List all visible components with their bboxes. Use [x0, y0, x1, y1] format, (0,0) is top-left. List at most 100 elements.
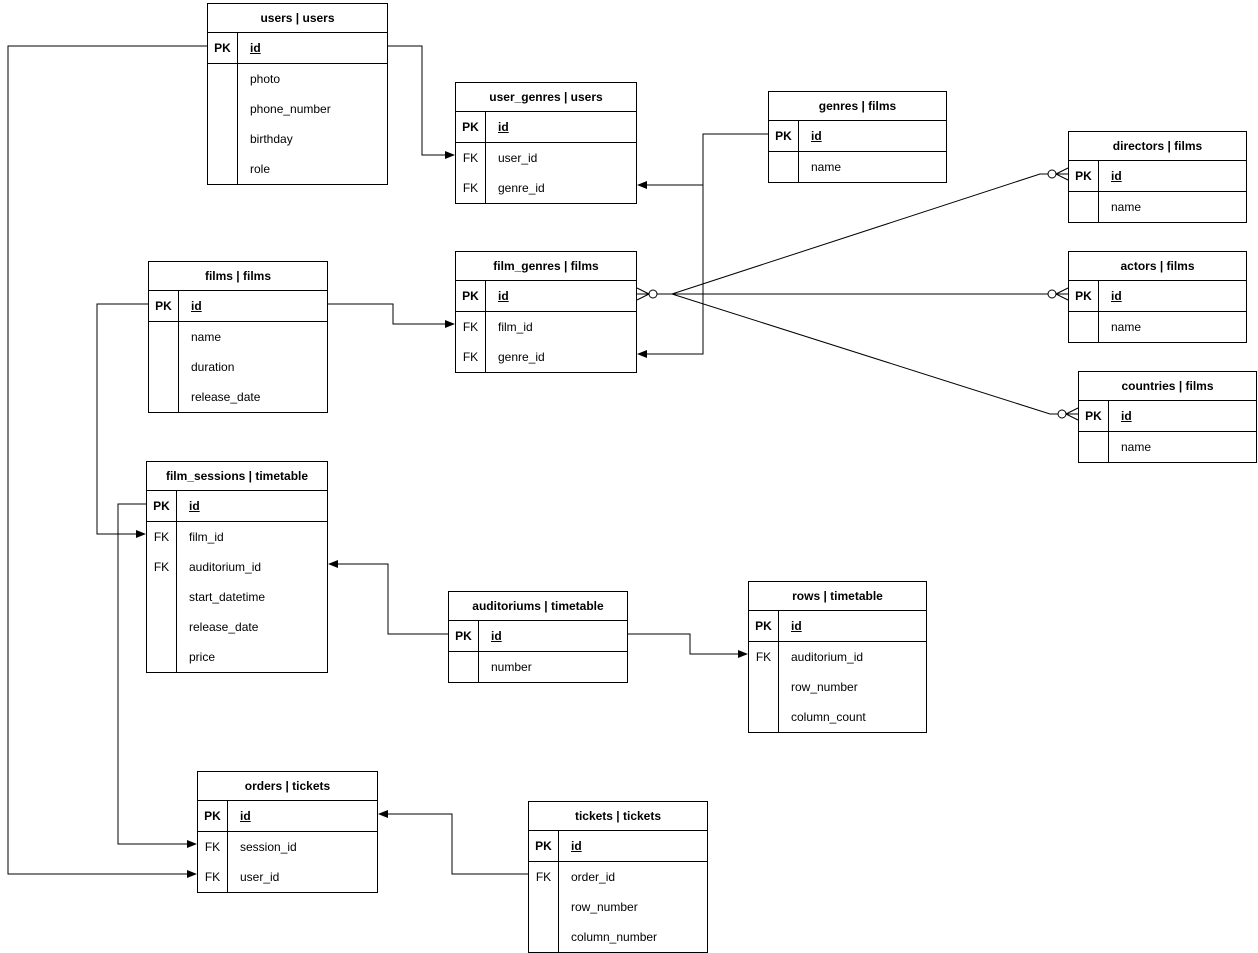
field-row: release_date	[147, 612, 327, 642]
field-name: name	[1111, 200, 1142, 214]
key-label	[529, 922, 559, 952]
table-body: name	[1069, 312, 1246, 342]
pk-row: PK id	[1079, 401, 1256, 432]
connector-hub-to-actors-id[interactable]	[672, 287, 1069, 301]
key-label	[147, 642, 177, 672]
pk-row: PK id	[198, 801, 377, 832]
pk-field-name: id	[250, 41, 261, 55]
key-label	[208, 64, 238, 94]
field-name: release_date	[191, 390, 261, 404]
key-label: FK	[147, 552, 177, 582]
connector-film_genres-id-hub-stub[interactable]	[636, 287, 672, 301]
table-genres[interactable]: genres | films PK id name	[768, 91, 947, 183]
pk-field-name: id	[191, 299, 202, 313]
table-title: actors | films	[1069, 252, 1246, 281]
pk-key-label: PK	[456, 112, 486, 142]
field-name: price	[189, 650, 216, 664]
key-label	[147, 612, 177, 642]
pk-field-name: id	[189, 499, 200, 513]
key-label	[147, 582, 177, 612]
field-row: photo	[208, 64, 387, 94]
table-body: number	[449, 652, 627, 682]
table-body: name	[769, 152, 946, 182]
table-title: auditoriums | timetable	[449, 592, 627, 621]
connector-hub-to-countries-id[interactable]	[671, 293, 1079, 421]
table-title: users | users	[208, 4, 387, 33]
connector-users-id-to-orders-user_id[interactable]	[7, 45, 207, 878]
table-title: films | films	[149, 262, 327, 291]
field-row: price	[147, 642, 327, 672]
pk-field-name: id	[498, 120, 509, 134]
table-countries[interactable]: countries | films PK id name	[1078, 371, 1257, 463]
pk-row: PK id	[749, 611, 926, 642]
pk-field-name: id	[791, 619, 802, 633]
connector-film_sessions-id-to-orders-session_id[interactable]	[117, 503, 197, 848]
field-name: name	[1111, 320, 1142, 334]
field-row: column_count	[749, 702, 926, 732]
key-label	[208, 154, 238, 184]
pk-row: PK id	[208, 33, 387, 64]
key-label	[769, 152, 799, 182]
field-row: row_number	[529, 892, 707, 922]
pk-key-label: PK	[1079, 401, 1109, 431]
pk-key-label: PK	[449, 621, 479, 651]
field-row: release_date	[149, 382, 327, 412]
key-label: FK	[147, 522, 177, 552]
field-row: start_datetime	[147, 582, 327, 612]
pk-field-name: id	[571, 839, 582, 853]
key-label: FK	[456, 173, 486, 203]
connector-genres-id-to-film_genres-genre_id[interactable]	[637, 185, 704, 358]
field-name: name	[191, 330, 222, 344]
key-label	[149, 322, 179, 352]
table-actors[interactable]: actors | films PK id name	[1068, 251, 1247, 343]
connector-tickets-order_id-to-orders-id[interactable]	[378, 810, 528, 875]
table-directors[interactable]: directors | films PK id name	[1068, 131, 1247, 223]
field-name: photo	[250, 72, 281, 86]
pk-row: PK id	[456, 112, 636, 143]
pk-key-label: PK	[749, 611, 779, 641]
field-row: birthday	[208, 124, 387, 154]
table-title: rows | timetable	[749, 582, 926, 611]
connector-auditoriums-id-to-film_sessions-auditorium_id[interactable]	[328, 560, 448, 635]
pk-field-name: id	[498, 289, 509, 303]
field-name: phone_number	[250, 102, 331, 116]
field-name: name	[1121, 440, 1152, 454]
pk-row: PK id	[449, 621, 627, 652]
pk-field-name: id	[240, 809, 251, 823]
field-row: name	[149, 322, 327, 352]
pk-key-label: PK	[198, 801, 228, 831]
connector-auditoriums-id-to-rows-auditorium_id[interactable]	[628, 633, 748, 658]
connector-hub-to-directors-id[interactable]	[671, 167, 1069, 295]
field-name: column_number	[571, 930, 658, 944]
field-row: name	[1069, 192, 1246, 222]
connector-users-id-to-user_genres-user_id[interactable]	[388, 45, 455, 159]
connector-genres-id-to-user_genres-genre_id[interactable]	[637, 133, 768, 189]
field-row: duration	[149, 352, 327, 382]
connector-films-id-to-film_genres-film_id[interactable]	[328, 303, 455, 328]
key-label: FK	[456, 143, 486, 173]
connector-films-id-to-film_sessions-film_id[interactable]	[96, 303, 148, 538]
pk-key-label: PK	[769, 121, 799, 151]
table-auditoriums[interactable]: auditoriums | timetable PK id number	[448, 591, 628, 683]
field-name: number	[491, 660, 532, 674]
table-body: name	[1069, 192, 1246, 222]
key-label: FK	[456, 342, 486, 372]
